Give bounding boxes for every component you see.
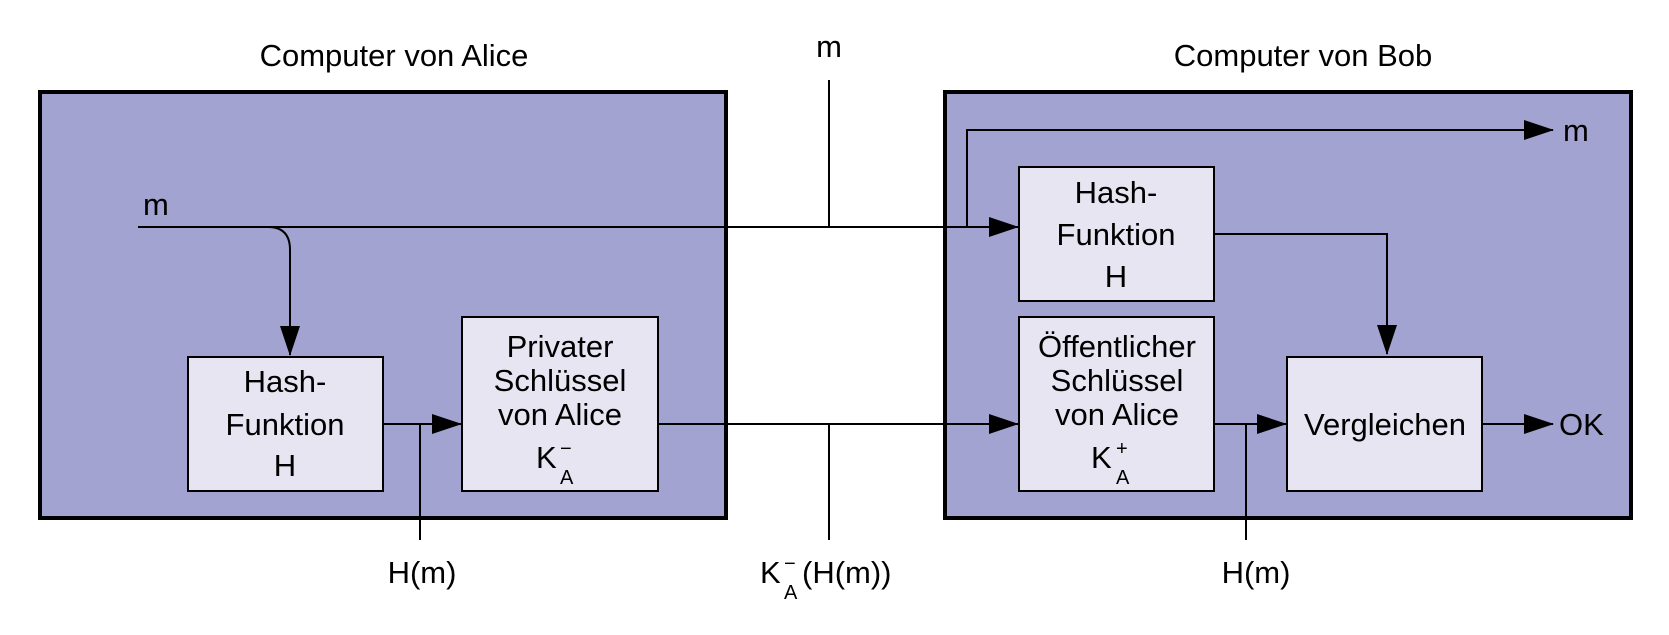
bob-key-sup: + <box>1116 438 1128 460</box>
alice-key-sub: A <box>560 467 574 489</box>
alice-hm-label: H(m) <box>388 555 457 590</box>
bob-computer-title: Computer von Bob <box>1174 38 1432 73</box>
alice-key-line3: von Alice <box>498 397 622 432</box>
bob-key-symbol: K <box>1091 440 1112 475</box>
bob-key-line2: Schlüssel <box>1051 363 1184 398</box>
alice-hash-line1: Hash- <box>244 364 327 399</box>
bob-hash-line1: Hash- <box>1075 175 1158 210</box>
alice-key-sup: − <box>560 438 572 460</box>
ok-label: OK <box>1559 407 1604 442</box>
compare-box <box>1286 356 1483 492</box>
channel-sig-sub: A <box>784 582 798 604</box>
bob-key-line1: Öffentlicher <box>1038 329 1196 364</box>
compare-label: Vergleichen <box>1304 407 1466 442</box>
alice-key-line2: Schlüssel <box>494 363 627 398</box>
bob-public-key-box <box>1018 316 1215 492</box>
channel-sig-rest: (H(m)) <box>802 555 892 590</box>
alice-private-key-box <box>461 316 659 492</box>
alice-key-line1: Privater <box>507 329 614 364</box>
bob-hash-line2: Funktion <box>1057 217 1176 252</box>
alice-branch-arrow <box>267 226 300 356</box>
alice-hash-line2: Funktion <box>226 407 345 442</box>
channel-sig-sup: − <box>784 553 796 575</box>
alice-key-symbol: K <box>536 440 557 475</box>
alice-computer-title: Computer von Alice <box>260 38 529 73</box>
bob-message-out-label: m <box>1563 113 1589 148</box>
bob-key-line3: von Alice <box>1055 397 1179 432</box>
channel-message-label: m <box>816 29 842 64</box>
alice-hash-line3: H <box>274 448 296 483</box>
bob-hm-label: H(m) <box>1222 555 1291 590</box>
bob-hash-to-compare-arrow <box>1214 233 1397 355</box>
bob-hash-line3: H <box>1105 259 1127 294</box>
alice-hash-box <box>187 356 384 492</box>
channel-sig-symbol: K <box>760 555 781 590</box>
alice-message-label: m <box>143 187 169 222</box>
bob-key-sub: A <box>1116 467 1130 489</box>
bob-message-out-arrow <box>966 120 1554 227</box>
